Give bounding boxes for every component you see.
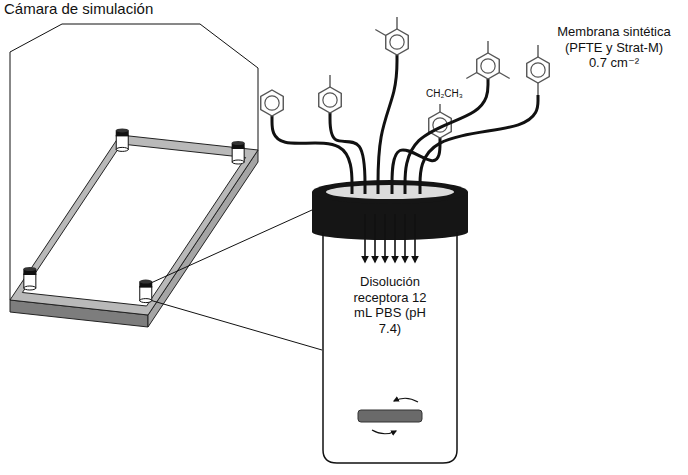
ethyl-group: CH₂CH₃ [426, 88, 463, 100]
vial-body: Disolución receptora 12 mL PBS (pH 7.4) [322, 232, 458, 464]
vial-body [322, 232, 458, 464]
membrane-label: Membrana sintética (PFTE y Strat-M) 0.7 … [556, 24, 672, 71]
vial-cap [312, 180, 468, 240]
chamber-title: Cámara de simulación [4, 0, 262, 18]
stir-bar [358, 398, 422, 434]
leader-line [152, 210, 322, 350]
chamber-outline: Cámara de simulación [0, 0, 262, 335]
chamber-outline [0, 0, 262, 335]
solution-label: Disolución receptora 12 mL PBS (pH 7.4) [352, 232, 428, 336]
flux-arrows [365, 214, 415, 262]
sample-tray [10, 128, 258, 327]
voc-molecules [261, 17, 550, 194]
